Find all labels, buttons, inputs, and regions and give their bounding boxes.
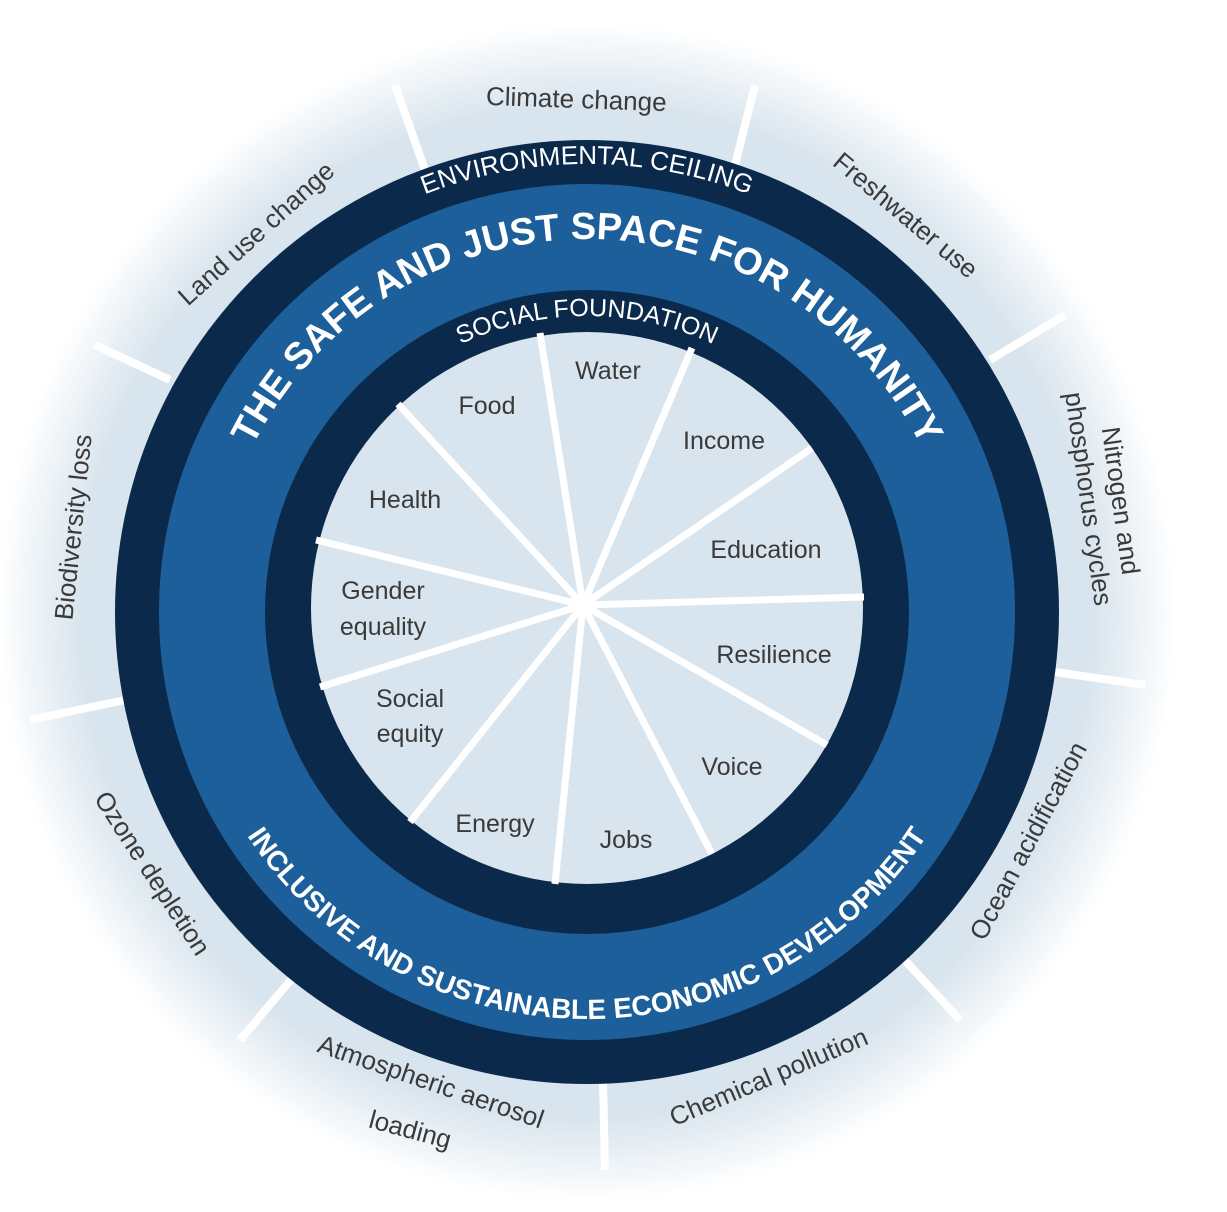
social-label-social-equity-line1: Social: [376, 685, 444, 713]
social-label-gender-line2: equality: [340, 613, 427, 641]
spoke: [582, 593, 865, 609]
spoke: [536, 332, 587, 606]
divider: [1054, 668, 1146, 689]
social-label-voice: Voice: [701, 753, 762, 781]
social-label-food: Food: [459, 392, 516, 420]
social-spokes: [315, 332, 865, 885]
social-label-energy: Energy: [455, 810, 535, 838]
spoke: [315, 536, 584, 609]
social-label-health: Health: [369, 486, 441, 514]
social-label-income: Income: [683, 427, 765, 455]
social-label-resilience: Resilience: [716, 641, 831, 669]
social-label-social-equity-line2: equity: [377, 720, 444, 748]
spoke: [407, 602, 586, 825]
social-label-gender-line1: Gender: [341, 577, 424, 605]
boundary-dividers: [29, 83, 1146, 1171]
spoke: [395, 401, 586, 608]
spoke: [318, 601, 585, 691]
divider: [93, 341, 172, 384]
spoke: [581, 601, 829, 749]
social-label-education: Education: [710, 536, 821, 564]
divider: [897, 952, 963, 1023]
divider: [29, 696, 126, 724]
spoke: [551, 604, 587, 885]
env-label-climate-change: Climate change: [486, 81, 668, 117]
divider: [987, 311, 1068, 364]
social-label-water: Water: [575, 357, 641, 385]
spoke: [579, 346, 696, 607]
spoke: [581, 445, 814, 608]
divider: [599, 1079, 609, 1171]
divider: [236, 972, 299, 1043]
social-label-jobs: Jobs: [600, 826, 653, 854]
divider: [391, 83, 429, 172]
spoke: [579, 603, 716, 856]
divider: [731, 84, 759, 166]
